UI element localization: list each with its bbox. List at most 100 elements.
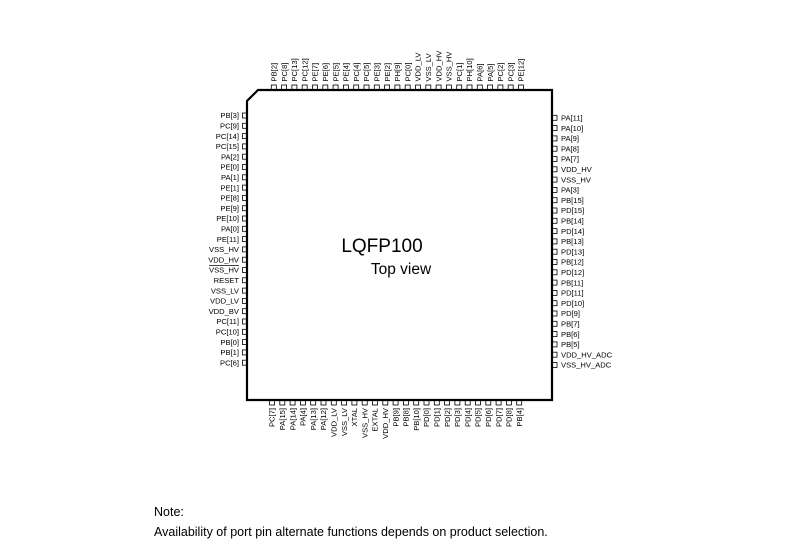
pin-pad [552,166,558,173]
pin-pad [552,248,558,255]
pin-pad [518,84,524,90]
pin-label: PD[5] [474,408,483,427]
pin-pad [516,400,523,406]
pin-pad [475,400,481,406]
pin-pad [552,269,558,276]
pin-pad [552,125,558,131]
pin-pad [384,84,391,90]
pin-label: VDD_HV_ADC [561,350,613,359]
pin-pad [487,84,494,90]
pin-label: PE[9] [220,204,239,213]
pin-label: PA[8] [561,144,579,153]
pin-label: RESET [214,276,240,285]
pin-pad [279,400,286,406]
pin-pad [394,84,401,90]
pin-pad [425,84,432,90]
pin-label: VSS_LV [424,52,433,81]
pin-pad [552,331,558,338]
pin-label: PD[0] [422,408,431,427]
pin-pad [552,351,558,358]
pin-pad [552,279,558,286]
pin-label: PD[2] [443,408,452,427]
pin-label: PE[12] [517,59,526,82]
pin-pad [552,207,558,214]
pin-label: PE[2] [383,63,392,82]
pin-label: PE[11] [217,235,239,244]
pin-pad [552,145,558,152]
pin-label: PB[4] [515,408,524,427]
pin-pad [495,400,502,406]
pin-pad [552,289,558,296]
pin-label: PH[9] [393,63,402,82]
pin-label: EXTAL [371,408,380,432]
pin-label: PB[7] [561,320,580,329]
pin-label: PA[7] [561,155,579,164]
pin-label: PA[6] [476,63,485,81]
pin-pad [320,400,327,406]
pin-pad [322,84,329,90]
pin-label: PC[8] [280,63,289,82]
pin-pad [466,84,473,90]
pin-label: PE[5] [331,63,340,82]
pin-label: PC[7] [268,408,277,427]
pin-pad [456,84,463,90]
pin-pad [552,238,558,245]
pin-label: PB[11] [561,278,583,287]
pin-label: PB[10] [412,408,421,431]
pin-label: PA[12] [319,408,328,430]
pin-pad [361,400,368,406]
pin-label: PC[14] [216,132,239,141]
pin-label: PB[0] [220,338,239,347]
pin-label: PH[10] [465,58,474,81]
pin-label: VSS_LV [211,286,240,295]
pin-label: PB[8] [402,408,411,427]
pin-label: PA[14] [288,408,297,430]
pin-pad [289,400,296,406]
pin-label: PE[6] [321,63,330,82]
pin-label: PD[6] [484,408,493,427]
pin-pad [435,84,442,90]
pin-label: VSS_LV [340,407,349,436]
pin-label: PD[12] [561,268,584,277]
pin-pad [342,84,349,90]
pin-label: PD[14] [561,227,584,236]
pin-label: PB[5] [561,340,580,349]
pin-label: PD[7] [494,408,503,427]
pin-label: PE[1] [220,183,239,192]
pin-pad [415,84,421,90]
pin-label: PD[11] [561,289,584,298]
pin-label: PA[4] [299,408,308,426]
pin-label: PE[4] [342,63,351,82]
pin-pad [413,400,420,406]
chip-body [245,88,554,402]
pin-label: PD[1] [433,408,442,427]
pin-label: PE[0] [220,163,239,172]
pin-label: PA[1] [221,173,239,182]
pin-label: PB[6] [561,330,580,339]
pin-pad [382,400,389,406]
note-area: Note: Availability of port pin alternate… [154,502,548,542]
pin-label: PD[8] [505,408,514,427]
pin-label: VDD_LV [210,297,240,306]
pin-label: XTAL [350,408,359,426]
pin-label: PA[13] [309,408,318,430]
pin-label: PB[1] [220,348,239,357]
pin-label: PD[10] [561,299,584,308]
note-text: Availability of port pin alternate funct… [154,525,548,539]
package-view: Top view [371,261,432,278]
pin-pad [299,400,306,406]
pin-label: PC[15] [216,142,239,151]
pin-label: PA[0] [221,225,239,234]
pin-pad [330,400,337,406]
pin-label: PB[13] [561,237,584,246]
pin-pad [281,84,288,90]
pin-label: PC[4] [352,63,361,82]
pin-pad [497,84,504,90]
pin-pad [552,186,558,193]
pin-pad [373,84,380,90]
pin-label: VSS_HV [209,266,240,275]
pin-label: PC[1] [455,63,464,82]
pin-pad [552,114,558,121]
pin-label: PD[15] [561,206,584,215]
pin-label: PB[14] [561,217,584,226]
